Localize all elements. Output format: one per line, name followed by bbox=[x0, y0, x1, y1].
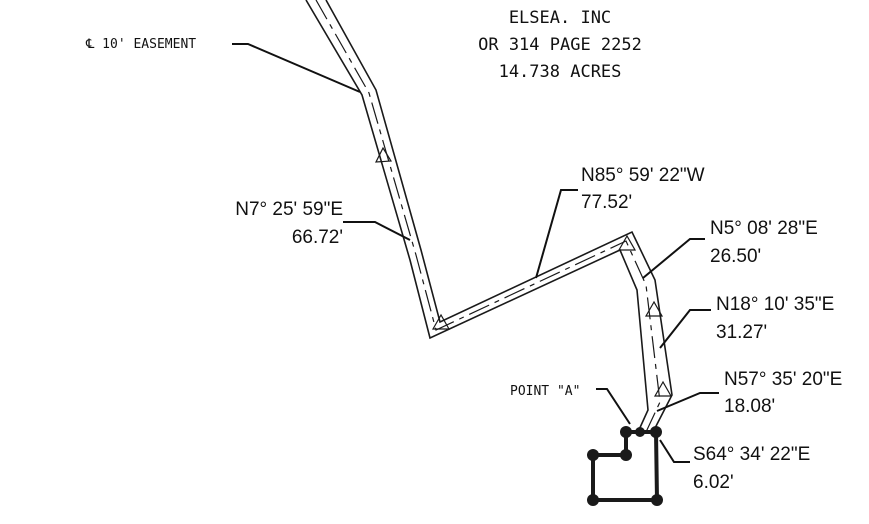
leader-course-c5 bbox=[656, 392, 719, 412]
leader-point-a bbox=[596, 388, 631, 425]
course-bearing: N85° 59' 22"W bbox=[581, 165, 705, 186]
course-distance: 6.02' bbox=[693, 472, 734, 493]
vertex-point bbox=[651, 494, 663, 506]
delta-marker-2 bbox=[431, 313, 451, 330]
owner-deed-reference: OR 314 PAGE 2252 bbox=[478, 35, 642, 55]
vertex-point bbox=[620, 426, 632, 438]
course-distance: 66.72' bbox=[292, 227, 343, 248]
vertex-point bbox=[635, 427, 645, 437]
delta-marker-4 bbox=[644, 300, 664, 317]
point-a-label: POINT "A" bbox=[510, 384, 580, 399]
course-label-c3: N5° 08' 28"E 26.50' bbox=[710, 218, 818, 267]
course-label-c2: N85° 59' 22"W 77.52' bbox=[581, 165, 705, 213]
delta-marker-3 bbox=[617, 234, 637, 251]
owner-name: ELSEA. INC bbox=[509, 8, 611, 28]
structure-line bbox=[591, 430, 660, 502]
owner-acreage: 14.738 ACRES bbox=[499, 62, 622, 82]
easement-west-edge bbox=[305, 0, 649, 433]
leader-easement bbox=[232, 43, 361, 93]
leader-course-c1 bbox=[343, 221, 411, 241]
easement-centerline bbox=[315, 0, 661, 433]
vertex-point bbox=[587, 494, 599, 506]
delta-marker-1 bbox=[374, 146, 393, 163]
course-label-c5: N57° 35' 20"E 18.08' bbox=[724, 369, 842, 417]
delta-marker-5 bbox=[653, 380, 673, 397]
course-label-c4: N18° 10' 35"E 31.27' bbox=[716, 294, 834, 343]
delta-markers bbox=[374, 146, 673, 397]
vertex-point bbox=[650, 426, 662, 438]
course-bearing: N5° 08' 28"E bbox=[710, 218, 818, 239]
course-distance: 26.50' bbox=[710, 246, 761, 267]
course-distance: 31.27' bbox=[716, 322, 767, 343]
vertex-point bbox=[587, 449, 599, 461]
course-bearing: N7° 25' 59"E bbox=[235, 199, 343, 220]
course-bearing: N57° 35' 20"E bbox=[724, 369, 842, 390]
leader-lines bbox=[232, 43, 719, 463]
structure-outline bbox=[587, 426, 663, 506]
leader-course-c4 bbox=[659, 309, 711, 349]
leader-course-c2 bbox=[535, 189, 578, 279]
easement-label: ℄ 10' EASEMENT bbox=[85, 37, 196, 52]
course-distance: 77.52' bbox=[581, 192, 632, 213]
leader-course-c6 bbox=[659, 439, 690, 463]
course-bearing: N18° 10' 35"E bbox=[716, 294, 834, 315]
leader-course-c3 bbox=[642, 238, 705, 279]
vertex-point bbox=[620, 449, 632, 461]
owner-block: ELSEA. INC OR 314 PAGE 2252 14.738 ACRES bbox=[478, 8, 642, 82]
course-label-c1: N7° 25' 59"E 66.72' bbox=[235, 199, 343, 248]
course-bearing: S64° 34' 22"E bbox=[693, 444, 810, 465]
course-distance: 18.08' bbox=[724, 396, 775, 417]
course-label-c6: S64° 34' 22"E 6.02' bbox=[693, 444, 810, 493]
